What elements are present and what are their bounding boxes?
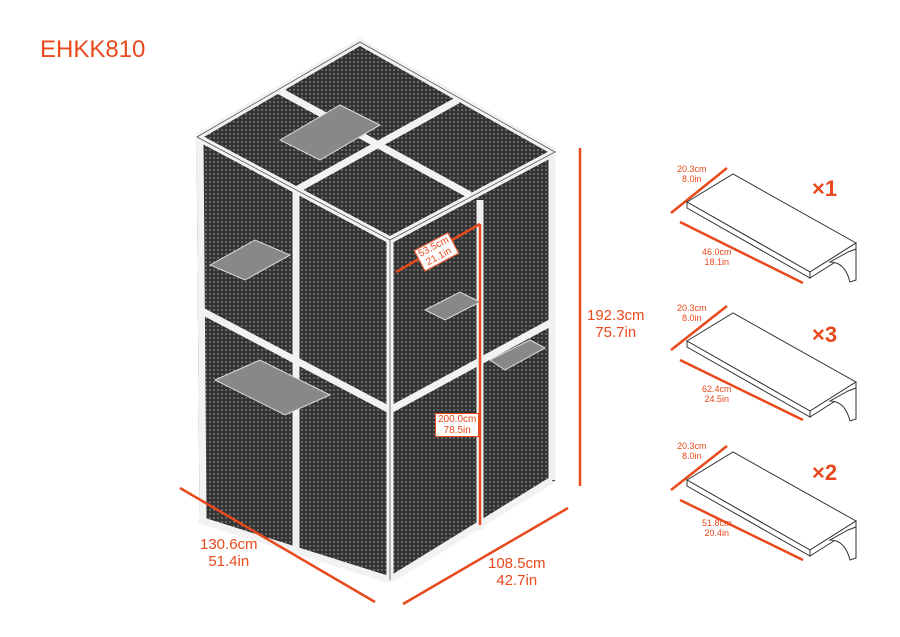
height-cm: 192.3cm xyxy=(587,307,645,324)
door-height-label: 200.0cm 78.5in xyxy=(435,413,480,437)
shelf-2-width: 20.3cm 8.0in xyxy=(677,303,707,324)
interior-shelves xyxy=(208,104,547,416)
shelf-2-width-in: 8.0in xyxy=(681,312,702,323)
height-label: 192.3cm 75.7in xyxy=(587,307,645,341)
shelf-3-width: 20.3cm 8.0in xyxy=(677,441,707,462)
depth-in: 42.7in xyxy=(496,571,538,589)
shelf-drawings xyxy=(686,173,857,561)
shelf-2-length-in: 24.5in xyxy=(704,393,730,404)
width-in: 51.4in xyxy=(208,552,250,570)
shelf-1-length-in: 18.1in xyxy=(704,256,730,267)
shelf-3-quantity: ×2 xyxy=(812,460,838,485)
shelf-1-length: 46.0cm 18.1in xyxy=(702,247,732,268)
width-cm: 130.6cm xyxy=(200,536,258,553)
shelf-3-length: 51.8cm 20.4in xyxy=(702,518,732,539)
shelf-2-quantity: ×3 xyxy=(812,322,838,347)
shelf-1-width-in: 8.0in xyxy=(681,173,702,184)
shelf-1-width-cm: 20.3cm xyxy=(677,164,707,174)
shelf-3-length-in: 20.4in xyxy=(704,527,730,538)
depth-cm: 108.5cm xyxy=(488,555,546,572)
shelf-1-quantity: ×1 xyxy=(812,176,838,201)
shelf-2 xyxy=(686,312,857,422)
model-number: EHKK810 xyxy=(40,36,146,63)
shelf-3-width-in: 8.0in xyxy=(681,450,702,461)
shelf-2-width-cm: 20.3cm xyxy=(677,303,707,313)
shelf-3-width-cm: 20.3cm xyxy=(677,441,707,451)
dimension-lines xyxy=(179,148,804,606)
shelf-1-width: 20.3cm 8.0in xyxy=(677,164,707,185)
shelf-1-length-cm: 46.0cm xyxy=(702,247,732,257)
shelf-2-length-cm: 62.4cm xyxy=(702,384,732,394)
shelf-3-length-cm: 51.8cm xyxy=(702,518,732,528)
door-height-in: 78.5in xyxy=(443,425,471,436)
shelf-1 xyxy=(686,173,857,283)
door-height-cm: 200.0cm xyxy=(438,414,477,425)
width-label: 130.6cm 51.4in xyxy=(200,536,258,570)
depth-label: 108.5cm 42.7in xyxy=(488,555,546,589)
shelf-3 xyxy=(686,451,857,561)
shelf-2-length: 62.4cm 24.5in xyxy=(702,384,732,405)
height-in: 75.7in xyxy=(595,323,637,341)
